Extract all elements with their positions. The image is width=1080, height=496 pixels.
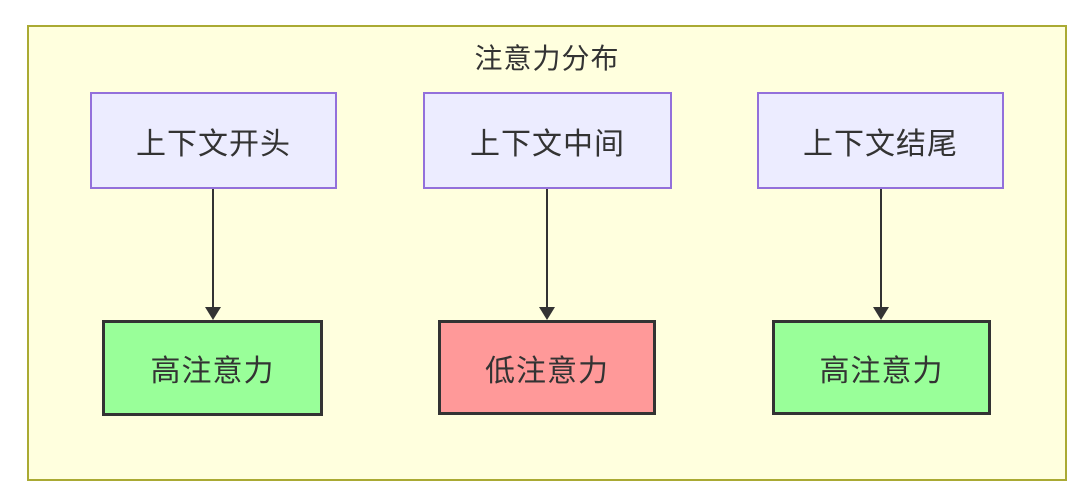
node-context-end: 上下文结尾 xyxy=(757,92,1004,189)
node-high-attention-right-label: 高注意力 xyxy=(819,354,944,388)
node-high-attention-left-label: 高注意力 xyxy=(150,355,275,388)
arrow-shaft xyxy=(880,189,882,308)
arrowhead-icon xyxy=(539,307,555,320)
node-high-attention-right: 高注意力 xyxy=(772,320,991,415)
arrowhead-icon xyxy=(205,307,221,320)
node-high-attention-left: 高注意力 xyxy=(102,320,323,416)
node-low-attention-label: 低注意力 xyxy=(485,354,609,388)
arrow-shaft xyxy=(546,189,548,308)
node-context-middle: 上下文中间 xyxy=(423,92,672,189)
arrowhead-icon xyxy=(873,307,889,320)
node-context-beginning: 上下文开头 xyxy=(90,92,337,189)
node-context-end-label: 上下文结尾 xyxy=(803,127,958,161)
node-context-middle-label: 上下文中间 xyxy=(470,127,625,161)
arrow-shaft xyxy=(212,189,214,308)
subgraph-title: 注意力分布 xyxy=(474,43,620,74)
node-context-beginning-label: 上下文开头 xyxy=(136,127,291,161)
node-low-attention: 低注意力 xyxy=(438,320,656,415)
